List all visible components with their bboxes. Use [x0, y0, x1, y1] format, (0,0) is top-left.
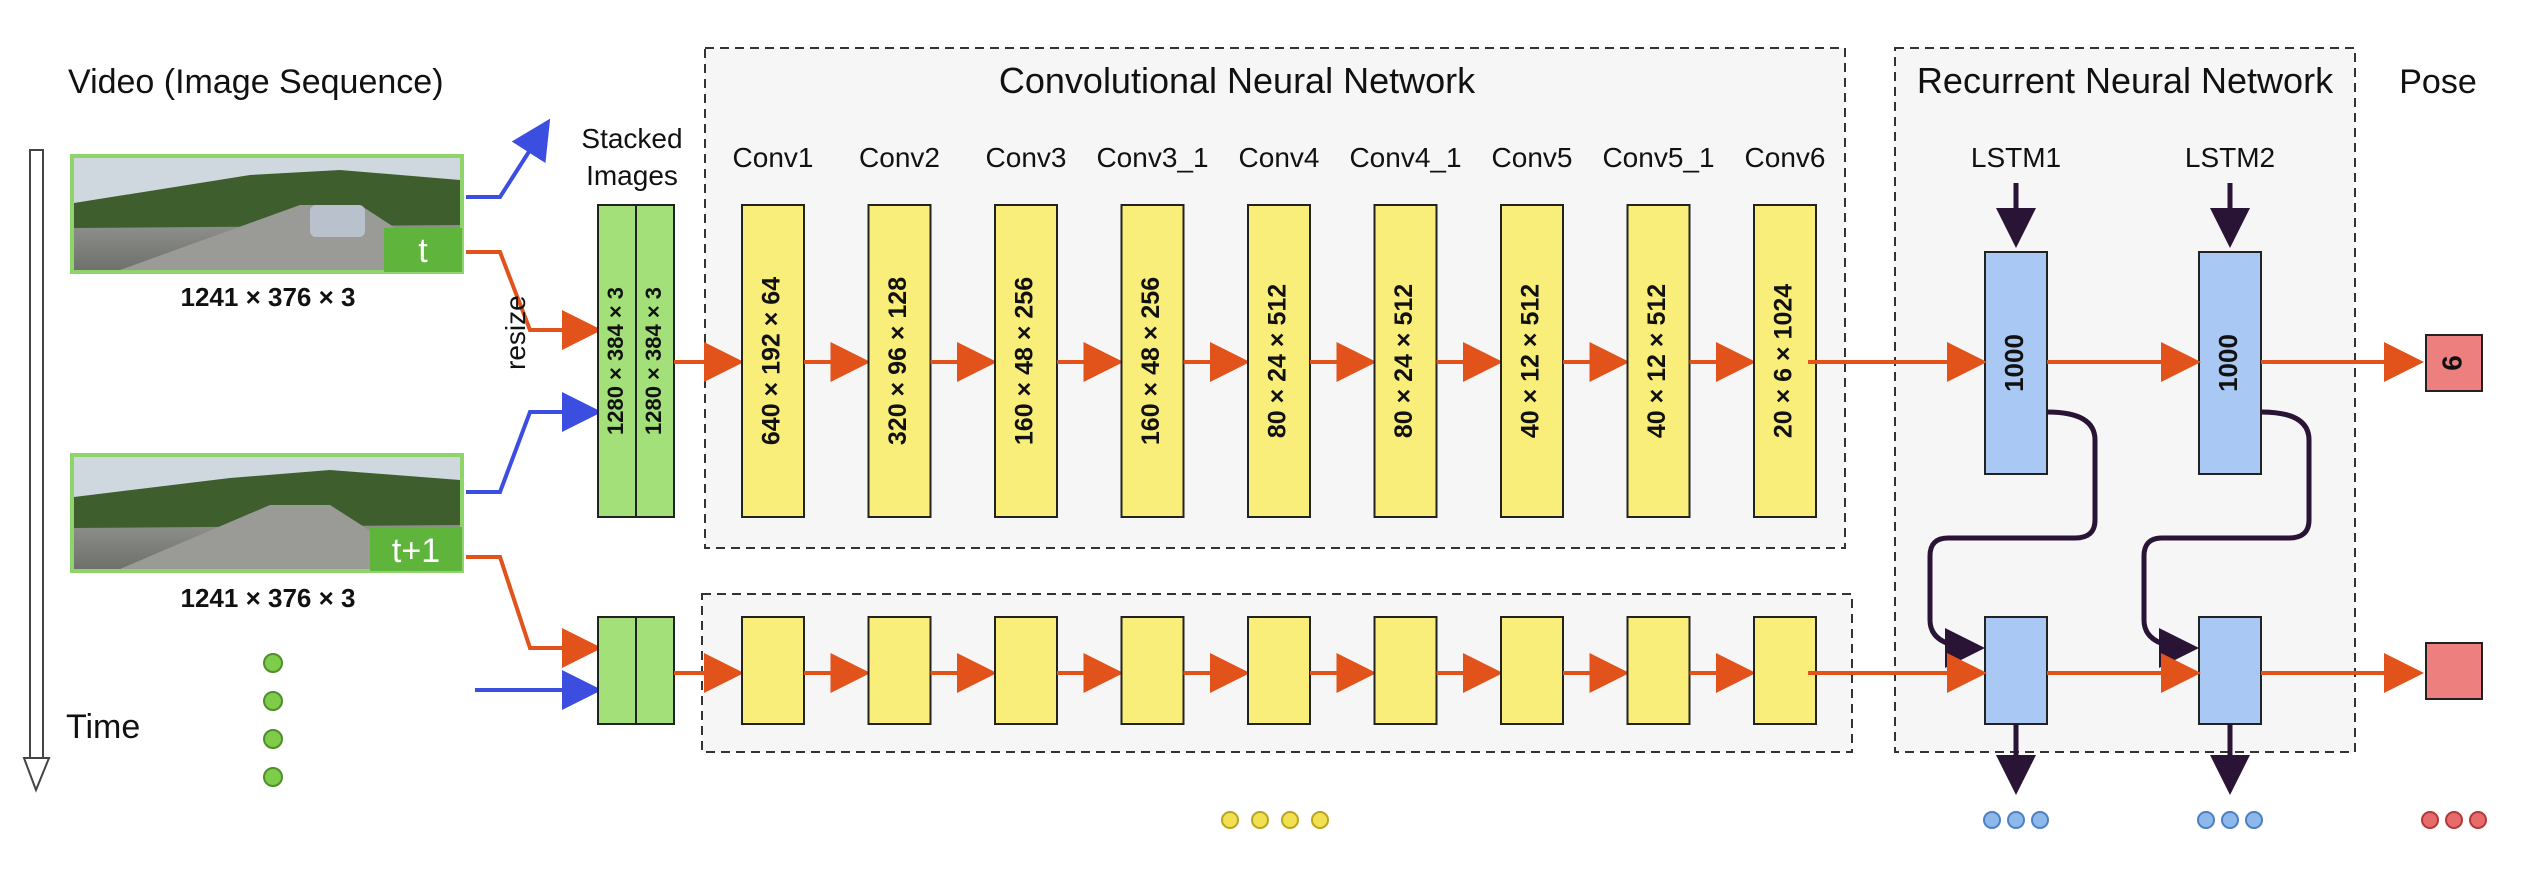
- conv-block-t1: [1373, 616, 1438, 725]
- input-arrows-blue: [466, 118, 602, 710]
- conv-block-t1: [1120, 616, 1185, 725]
- pose-output-value: 6: [2436, 355, 2467, 371]
- rnn-flow-arrows: [1808, 342, 2424, 693]
- conv-layer-dims: 80 × 24 × 512: [1390, 284, 1418, 438]
- conv-continuation-dots: [1221, 811, 1329, 829]
- frame-t-tag: t: [418, 232, 428, 270]
- conv-block-t: [1373, 204, 1438, 518]
- cnn-title: Convolutional Neural Network: [999, 60, 1476, 101]
- conv-layer-name: Conv1: [733, 142, 814, 173]
- conv-block-t1: [994, 616, 1058, 725]
- time-axis: [22, 149, 51, 793]
- conv-layer-name: Conv3_1: [1096, 142, 1208, 173]
- conv-block-t: [1753, 204, 1817, 518]
- lstm1-label: LSTM1: [1971, 142, 2061, 173]
- frame-t1-tag: t+1: [392, 532, 440, 570]
- conv-block-t1: [1626, 616, 1691, 725]
- stack-dims-2: 1280 × 384 × 3: [641, 287, 666, 435]
- conv-layer-name: Conv3: [986, 142, 1067, 173]
- lstm2-units: 1000: [2213, 334, 2243, 392]
- video-title: Video (Image Sequence): [68, 63, 444, 101]
- conv-block-t: [1120, 204, 1185, 518]
- more-frames-dots: [263, 653, 283, 787]
- stacked-images-label-line2: Images: [586, 160, 678, 191]
- conv-layer-dims: 160 × 48 × 256: [1137, 277, 1165, 445]
- frame-t1-dims: 1241 × 376 × 3: [181, 583, 356, 613]
- conv-block-t1: [741, 616, 805, 725]
- stacked-images-block: [597, 204, 675, 518]
- conv-layer-dims: 320 × 96 × 128: [884, 277, 912, 445]
- conv-layer-name: Conv4_1: [1349, 142, 1461, 173]
- conv-layer-name: Conv2: [859, 142, 940, 173]
- conv-layer-dims: 80 × 24 × 512: [1264, 284, 1292, 438]
- conv-block-t1: [1247, 616, 1311, 725]
- lstm1-units: 1000: [1999, 334, 2029, 392]
- lstm2-block-t1: [2198, 616, 2262, 725]
- lstm2-block-t: [2198, 251, 2262, 475]
- input-arrows-red: [466, 250, 602, 668]
- pose-output-t1: [2425, 642, 2483, 700]
- conv-layer-name: Conv5_1: [1602, 142, 1714, 173]
- lstm1-block-t1: [1984, 616, 2048, 725]
- pose-continuation-dots: [2421, 811, 2487, 829]
- conv-block-t1: [1500, 616, 1564, 725]
- stack-dims-1: 1280 × 384 × 3: [603, 287, 628, 435]
- conv-layer-dims: 20 × 6 × 1024: [1770, 284, 1798, 438]
- time-label: Time: [66, 708, 140, 746]
- conv-layer-dims: 640 × 192 × 64: [758, 277, 786, 445]
- lstm2-continuation-dots: [2197, 811, 2263, 829]
- conv-layer-name: Conv5: [1492, 142, 1573, 173]
- pose-title: Pose: [2399, 63, 2477, 101]
- conv-block-t: [1626, 204, 1691, 518]
- pose-output-t: [2425, 334, 2483, 392]
- conv-block-t: [1500, 204, 1564, 518]
- conv-block-t1: [867, 616, 932, 725]
- frame-t-dims: 1241 × 376 × 3: [181, 282, 356, 312]
- rnn-title: Recurrent Neural Network: [1917, 60, 2334, 101]
- lstm2-label: LSTM2: [2185, 142, 2275, 173]
- frame-t-image: [70, 154, 464, 274]
- conv-layer-name: Conv4: [1239, 142, 1320, 173]
- conv-layer-dims: 160 × 48 × 256: [1011, 277, 1039, 445]
- conv-block-t: [1247, 204, 1311, 518]
- stacked-images-label-line1: Stacked: [581, 123, 682, 154]
- stacked-images-block-t1: [597, 616, 675, 725]
- conv-layer-name: Conv6: [1745, 142, 1826, 173]
- conv-block-t: [994, 204, 1058, 518]
- conv-layers: Conv1 640 × 192 × 64 Conv2 320 × 96 × 128 Co…: [674, 142, 1826, 725]
- frame-t1-image: [70, 453, 464, 573]
- conv-layer-dims: 40 × 12 × 512: [1643, 284, 1671, 438]
- lstm-layers: LSTM1 LSTM2 1000 1000: [1927, 142, 2312, 795]
- resize-label: resize: [500, 295, 531, 370]
- conv-block-t1: [1753, 616, 1817, 725]
- lstm1-continuation-dots: [1983, 811, 2049, 829]
- conv-layer-dims: 40 × 12 × 512: [1517, 284, 1545, 438]
